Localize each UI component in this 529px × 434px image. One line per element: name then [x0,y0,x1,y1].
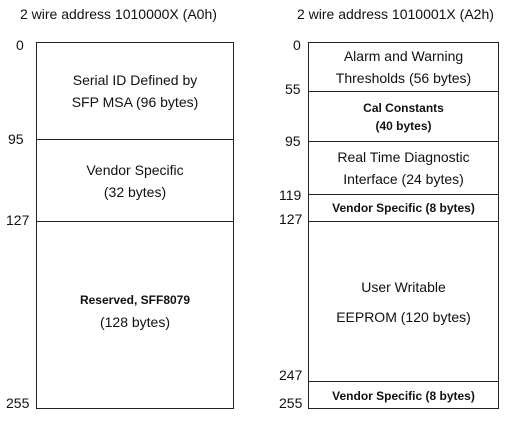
right-region-user-eeprom: User Writable EEPROM (120 bytes) [308,222,499,381]
region-label: (40 bytes) [375,118,432,133]
right-divider-127 [308,221,499,222]
right-address-247: 247 [279,367,303,383]
right-memory-map [308,42,499,409]
right-region-alarm-thresholds: Alarm and Warning Thresholds (56 bytes) [308,43,499,91]
region-label: Vendor Specific [86,161,184,178]
left-address-255: 255 [6,395,30,411]
left-address-127: 127 [6,212,30,228]
right-address-127: 127 [279,211,303,227]
region-label: (128 bytes) [99,313,171,330]
right-region-vendor-specific-a: Vendor Specific (8 bytes) [308,195,499,221]
left-map-title: 2 wire address 1010000X (A0h) [20,6,217,22]
right-region-vendor-specific-b: Vendor Specific (8 bytes) [308,382,499,409]
right-address-0: 0 [293,37,301,53]
right-divider-55 [308,91,499,92]
left-address-0: 0 [16,37,24,53]
region-label: Real Time Diagnostic [337,149,470,165]
region-label: Alarm and Warning [343,48,464,64]
region-label: Interface (24 bytes) [343,171,464,187]
left-memory-map [36,42,234,409]
right-region-cal-constants: Cal Constants (40 bytes) [308,92,499,141]
region-label: (32 bytes) [103,183,167,200]
region-label: Vendor Specific (8 bytes) [332,388,475,403]
left-address-95: 95 [8,131,24,147]
region-label: EEPROM (120 bytes) [336,308,471,325]
region-label: SFP MSA (96 bytes) [71,93,199,110]
right-region-diagnostic-interface: Real Time Diagnostic Interface (24 bytes… [308,142,499,194]
right-address-255: 255 [279,395,303,411]
region-label: Cal Constants [363,100,444,115]
region-label: Reserved, SFF8079 [79,292,191,307]
region-label: Thresholds (56 bytes) [335,70,472,86]
left-divider-127 [36,221,234,222]
right-divider-247 [308,381,499,382]
left-divider-95 [36,139,234,140]
region-label: User Writable [361,278,446,295]
right-address-119: 119 [279,187,302,203]
region-label: Serial ID Defined by [72,71,198,88]
right-address-55: 55 [285,81,301,97]
left-region-reserved: Reserved, SFF8079 (128 bytes) [36,222,234,409]
region-label: Vendor Specific (8 bytes) [332,201,475,215]
left-region-vendor-specific: Vendor Specific (32 bytes) [36,140,234,221]
right-divider-119 [308,194,499,195]
right-divider-95 [308,141,499,142]
right-map-title: 2 wire address 1010001X (A2h) [297,6,494,22]
left-region-serial-id: Serial ID Defined by SFP MSA (96 bytes) [36,42,234,139]
right-address-95: 95 [285,133,301,149]
